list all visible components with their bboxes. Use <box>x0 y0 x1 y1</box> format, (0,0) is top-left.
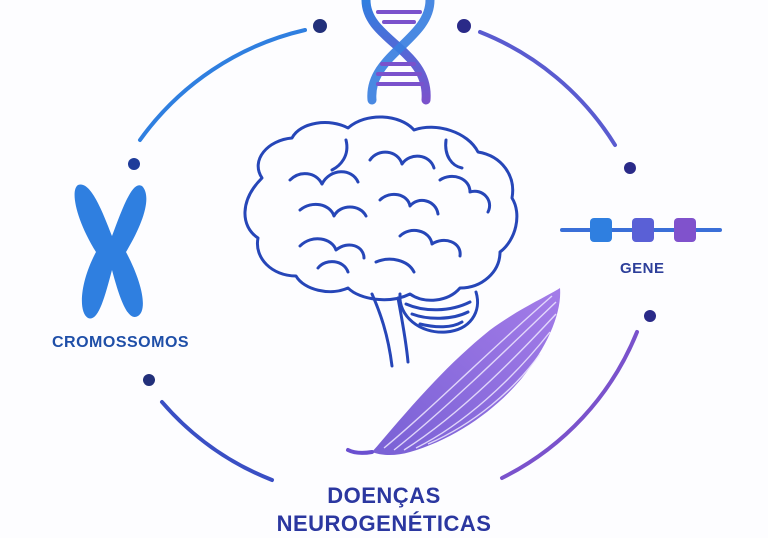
ring-arc-bottom-left <box>160 400 274 482</box>
ring-dots <box>128 19 656 386</box>
title-line-2: NEUROGENÉTICAS <box>276 511 492 536</box>
diagram-title: DOENÇAS NEUROGENÉTICAS <box>0 482 768 538</box>
ring-dot <box>624 162 636 174</box>
cycle-ring <box>138 28 639 482</box>
chromosomes-label: CROMOSSOMOS <box>52 334 190 351</box>
ring-dot <box>644 310 656 322</box>
gene-label: GENE <box>620 260 665 277</box>
brain-icon <box>243 115 519 368</box>
gene-segment-icon <box>560 218 722 242</box>
muscle-icon <box>346 288 561 455</box>
chromosome-icon <box>74 184 147 319</box>
ring-dot <box>128 158 140 170</box>
ring-dot <box>457 19 471 33</box>
title-line-1: DOENÇAS <box>327 483 441 508</box>
ring-dot <box>143 374 155 386</box>
ring-arc-top-left <box>138 28 307 142</box>
dna-helix-icon <box>361 0 435 105</box>
ring-dot <box>313 19 327 33</box>
ring-arc-top-right <box>478 30 617 147</box>
ring-arc-bottom-right <box>500 330 639 480</box>
